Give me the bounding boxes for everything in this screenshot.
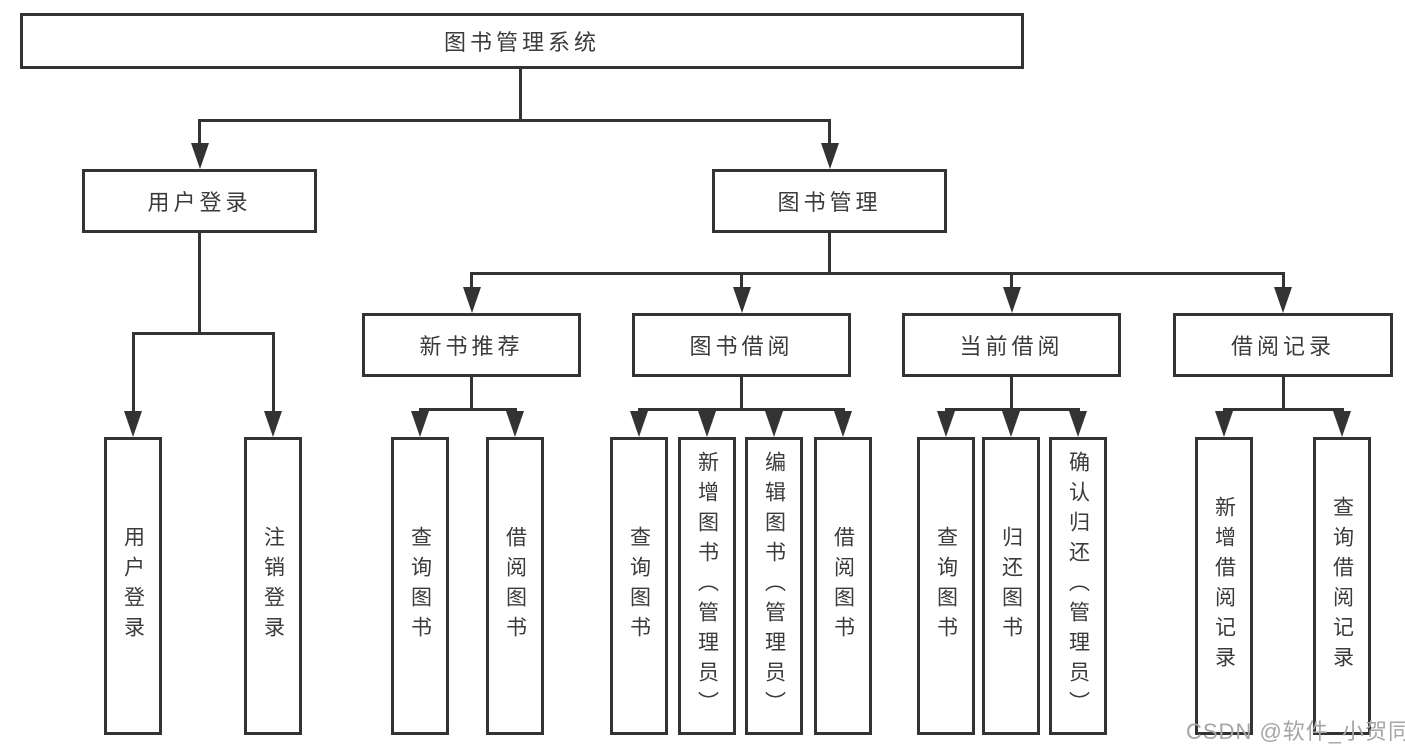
connector-l4-hbar xyxy=(944,408,1080,411)
leaf-query-books-borrow-label: 查询图书 xyxy=(627,526,651,646)
node-borrow-records-label: 借阅记录 xyxy=(1230,334,1335,359)
connector-level3-stem xyxy=(740,272,743,287)
leaf-query-books-borrow: 查询图书 xyxy=(610,437,668,735)
leaf-borrow-books-2-label: 借阅图书 xyxy=(831,526,855,646)
leaf-query-books-current: 查询图书 xyxy=(917,437,975,735)
connector-level3-stem xyxy=(1010,272,1013,287)
connector-l4-hbar xyxy=(418,408,517,411)
connector-book-mgmt-down xyxy=(828,233,831,275)
leaf-user-login: 用户登录 xyxy=(104,437,162,735)
arrow-down-icon xyxy=(1002,411,1020,437)
arrow-down-icon xyxy=(698,411,716,437)
arrow-down-icon xyxy=(506,411,524,437)
arrow-down-icon xyxy=(937,411,955,437)
node-user-login-label: 用户登录 xyxy=(147,190,252,215)
leaf-borrow-books-recommend: 借阅图书 xyxy=(486,437,544,735)
arrow-down-icon xyxy=(462,287,481,313)
connector-level3-stem xyxy=(470,272,473,287)
arrow-down-icon xyxy=(264,411,282,437)
leaf-edit-book-admin-label: 编辑图书（管理员） xyxy=(762,451,786,721)
leaf-return-book: 归还图书 xyxy=(982,437,1040,735)
connector-level3-stem xyxy=(1281,272,1285,287)
leaf-user-login-label: 用户登录 xyxy=(121,526,145,646)
arrow-down-icon xyxy=(1002,287,1021,313)
connector-level2-hbar xyxy=(198,119,831,122)
connector-level3-hbar xyxy=(470,272,1284,275)
connector-l3-down xyxy=(740,376,743,408)
arrow-down-icon xyxy=(732,287,751,313)
watermark: CSDN @软件_小贺同学 xyxy=(1186,719,1405,744)
node-borrow-records: 借阅记录 xyxy=(1173,313,1393,377)
node-book-borrow-label: 图书借阅 xyxy=(689,334,794,359)
leaf-add-book-admin: 新增图书（管理员） xyxy=(678,437,736,735)
leaf-return-book-label: 归还图书 xyxy=(999,526,1023,646)
connector-root-stem xyxy=(519,69,522,119)
arrow-down-icon xyxy=(1333,411,1351,437)
arrow-down-icon xyxy=(630,411,648,437)
leaf-query-borrow-record-label: 查询借阅记录 xyxy=(1330,496,1354,676)
node-book-management-label: 图书管理 xyxy=(777,190,882,215)
leaf-borrow-books-recommend-label: 借阅图书 xyxy=(503,526,527,646)
leaf-query-books-current-label: 查询图书 xyxy=(934,526,958,646)
node-current-borrow-label: 当前借阅 xyxy=(959,334,1064,359)
node-new-book-recommend: 新书推荐 xyxy=(362,313,581,377)
leaf-add-book-admin-label: 新增图书（管理员） xyxy=(695,451,719,721)
node-root: 图书管理系统 xyxy=(20,13,1024,69)
leaf-confirm-return-admin-label: 确认归还（管理员） xyxy=(1066,451,1090,721)
leaf-query-books-recommend: 查询图书 xyxy=(391,437,449,735)
arrow-down-icon xyxy=(1215,411,1233,437)
leaf-add-borrow-record-label: 新增借阅记录 xyxy=(1212,496,1236,676)
connector-user-login-stem xyxy=(198,119,201,143)
arrow-down-icon xyxy=(765,411,783,437)
leaf-confirm-return-admin: 确认归还（管理员） xyxy=(1049,437,1107,735)
connector-l3-down xyxy=(470,376,473,408)
connector-l4-hbar xyxy=(1222,408,1344,411)
leaf-add-borrow-record: 新增借阅记录 xyxy=(1195,437,1253,735)
connector-book-mgmt-stem xyxy=(828,119,831,143)
node-book-borrow: 图书借阅 xyxy=(632,313,851,377)
leaf-logout: 注销登录 xyxy=(244,437,302,735)
leaf-query-borrow-record: 查询借阅记录 xyxy=(1313,437,1371,735)
node-new-book-recommend-label: 新书推荐 xyxy=(419,334,524,359)
connector-user-login-hbar xyxy=(131,332,275,335)
arrow-down-icon xyxy=(190,143,209,169)
node-root-label: 图书管理系统 xyxy=(443,30,600,55)
leaf-logout-label: 注销登录 xyxy=(261,526,285,646)
arrow-down-icon xyxy=(834,411,852,437)
node-book-management: 图书管理 xyxy=(712,169,947,233)
node-user-login: 用户登录 xyxy=(82,169,317,233)
connector-leaf-stem xyxy=(131,332,135,412)
connector-l3-down xyxy=(1010,376,1013,408)
connector-l4-hbar xyxy=(637,408,845,411)
arrow-down-icon xyxy=(411,411,429,437)
node-current-borrow: 当前借阅 xyxy=(902,313,1121,377)
arrow-down-icon xyxy=(1274,287,1292,313)
leaf-edit-book-admin: 编辑图书（管理员） xyxy=(745,437,803,735)
arrow-down-icon xyxy=(1069,411,1087,437)
leaf-query-books-recommend-label: 查询图书 xyxy=(408,526,432,646)
connector-user-login-down xyxy=(198,233,201,332)
leaf-borrow-books-2: 借阅图书 xyxy=(814,437,872,735)
connector-l3-down xyxy=(1281,376,1285,408)
arrow-down-icon xyxy=(124,411,142,437)
arrow-down-icon xyxy=(820,143,839,169)
connector-leaf-stem xyxy=(271,332,275,412)
